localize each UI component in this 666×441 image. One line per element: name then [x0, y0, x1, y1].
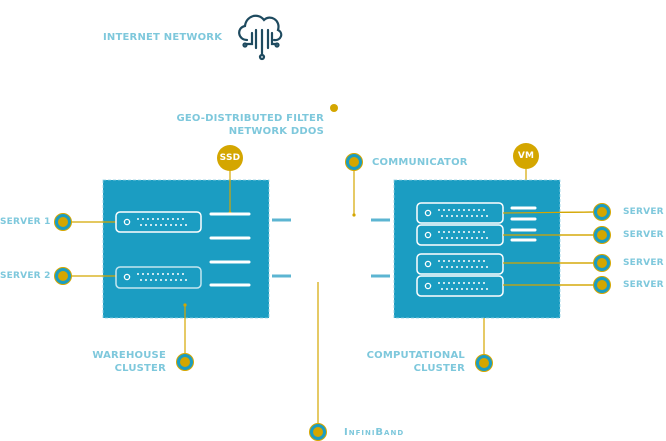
warehouse-server-2-label: SERVER 2 [0, 271, 51, 281]
infiniband-label: InfiniBand [344, 427, 405, 438]
computational-label-line2: CLUSTER [413, 363, 465, 374]
cloud-network-icon [238, 14, 283, 61]
computational-server-2-node [593, 226, 611, 244]
computational-server-4-label: SERVER 2 [623, 280, 666, 290]
infiniband-node [309, 423, 327, 441]
vm-badge-label: VM [517, 151, 535, 161]
warehouse-label-line1: WAREHOUSE [92, 350, 166, 361]
computational-server-1-node [593, 203, 611, 221]
computational-server-3-node [593, 254, 611, 272]
computational-server-4-node [593, 276, 611, 294]
computational-label-line1: COMPUTATIONAL [366, 350, 465, 361]
warehouse-box [102, 179, 270, 319]
computational-server-3-label: SERVER 1 [623, 258, 666, 268]
vm-badge [513, 143, 539, 169]
communicator-node [345, 153, 363, 171]
warehouse-label-line2: CLUSTER [114, 363, 166, 374]
communicator-label: COMMUNICATOR [372, 157, 468, 168]
warehouse-cluster-node [176, 353, 194, 371]
internet-network-label: INTERNET NETWORK [103, 32, 223, 43]
computational-server-1-label: SERVER 1 [623, 207, 666, 217]
filter-node [330, 104, 338, 112]
warehouse-server-2-node [54, 267, 72, 285]
computational-box [393, 179, 561, 319]
filter-label-line1: GEO-DISTRIBUTED FILTER [176, 113, 324, 124]
warehouse-server-1-node [54, 213, 72, 231]
ssd-badge-label: SSD [219, 153, 241, 163]
computational-server-2-label: SERVER 2 [623, 230, 666, 240]
computational-cluster-node [475, 354, 493, 372]
ssd-badge [217, 145, 243, 171]
warehouse-server-1-label: SERVER 1 [0, 217, 51, 227]
filter-label-line2: NETWORK DDOS [228, 126, 324, 137]
